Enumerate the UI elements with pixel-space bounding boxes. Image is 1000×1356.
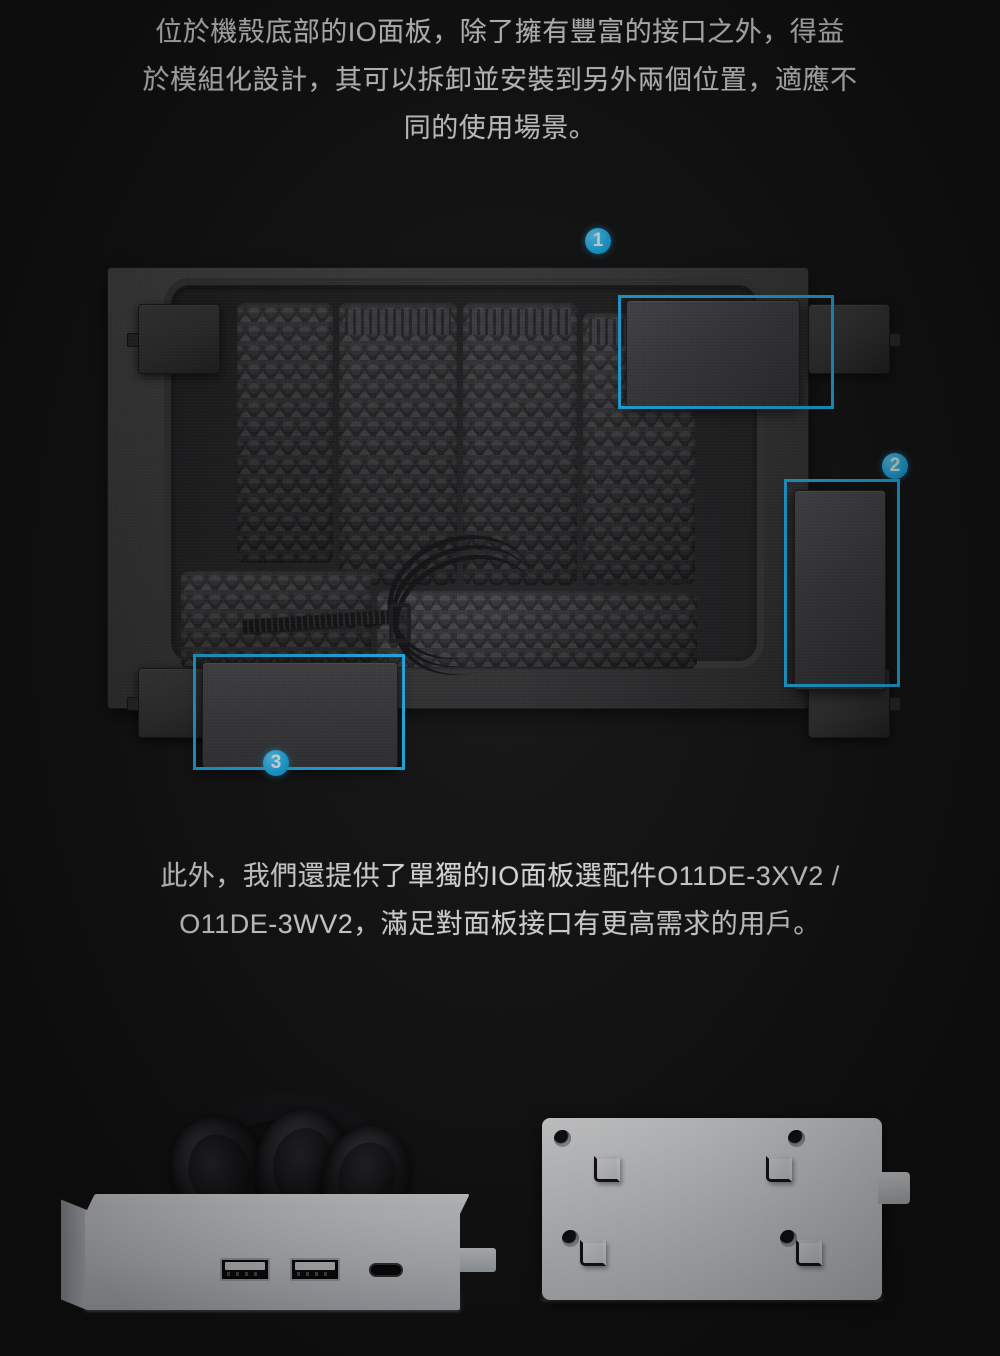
io-panel-back-plate: [542, 1118, 882, 1300]
cable-management-clip: [389, 603, 411, 643]
io-panel-module-position-3: [202, 662, 398, 768]
product-image-io-panel-front: [61, 1081, 520, 1356]
caption-bottom-line-2: O11DE-3WV2，滿足對面板接口有更高需求的用戶。: [179, 909, 821, 939]
case-bottom-chassis: [108, 268, 901, 770]
io-panel-mount-tab: [460, 1248, 496, 1272]
screw-hole-bottom-right: [780, 1230, 797, 1247]
caption-bottom: 此外，我們還提供了單獨的IO面板選配件O11DE-3XV2 / O11DE-3W…: [0, 852, 1000, 948]
screw-hole-top-right: [788, 1130, 805, 1147]
callout-badge-3: 3: [263, 750, 289, 776]
caption-top-line-1: 位於機殼底部的IO面板，除了擁有豐富的接口之外，得益: [155, 17, 845, 47]
callout-badge-1: 1: [585, 228, 611, 254]
hero-case-image: [80, 236, 980, 796]
mount-hook-bottom-left: [580, 1240, 606, 1266]
honeycomb-mesh-panel: [339, 303, 457, 585]
io-panel-module-position-1: [626, 300, 800, 408]
mount-hook-top-right: [766, 1156, 792, 1182]
case-foot: [127, 304, 220, 374]
callout-badge-2: 2: [882, 453, 908, 479]
foot-nub: [127, 697, 139, 711]
screw-hole-bottom-left: [562, 1230, 579, 1247]
caption-top-line-2: 於模組化設計，其可以拆卸並安裝到另外兩個位置，適應不: [142, 65, 858, 95]
foot-nub: [127, 333, 139, 347]
honeycomb-mesh-panel: [181, 571, 371, 669]
caption-bottom-line-1: 此外，我們還提供了單獨的IO面板選配件O11DE-3XV2 /: [160, 861, 840, 891]
usb-a-port-2[interactable]: [290, 1258, 340, 1281]
usb-c-port[interactable]: [369, 1263, 403, 1277]
caption-top-line-3: 同的使用場景。: [403, 113, 597, 143]
product-image-io-panel-back: [520, 1090, 940, 1356]
io-panel-side-tab: [878, 1172, 910, 1204]
foot-nub: [889, 333, 901, 347]
vent-slot-strip: [469, 309, 571, 335]
vent-slot-strip: [345, 309, 451, 335]
case-foot: [808, 304, 901, 374]
mount-hook-bottom-right: [796, 1240, 822, 1266]
io-panel-module-position-2: [794, 490, 886, 690]
honeycomb-mesh-panel: [237, 303, 333, 563]
honeycomb-mesh-panel: [377, 591, 697, 669]
mount-hook-top-left: [594, 1156, 620, 1182]
honeycomb-mesh-panel: [463, 303, 577, 585]
screw-hole-top-left: [554, 1130, 571, 1147]
caption-top: 位於機殼底部的IO面板，除了擁有豐富的接口之外，得益 於模組化設計，其可以拆卸並…: [0, 8, 1000, 152]
foot-nub: [889, 697, 901, 711]
io-panel-front-face: [85, 1210, 460, 1310]
case-mesh-tray: [164, 278, 764, 695]
io-panel-side-face: [61, 1199, 87, 1310]
usb-a-port-1[interactable]: [220, 1258, 270, 1281]
